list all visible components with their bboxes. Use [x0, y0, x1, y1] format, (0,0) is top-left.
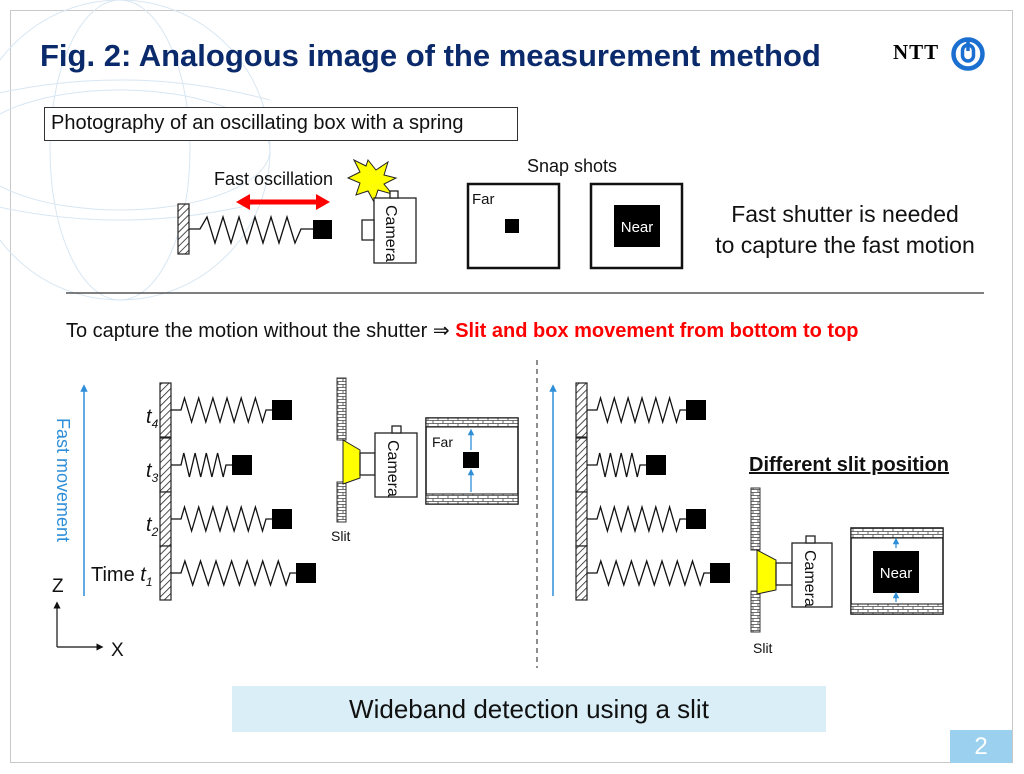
ntt-logo-text: NTT — [893, 40, 940, 64]
axes: Z X — [52, 576, 124, 661]
box-mass — [686, 509, 706, 529]
spring — [171, 558, 296, 588]
spring — [171, 395, 272, 425]
different-slit-position-label: Different slit position — [749, 454, 949, 476]
t-sub: 1 — [145, 575, 153, 589]
box-mass — [313, 220, 332, 239]
slit-right-label: Slit — [753, 640, 773, 656]
snapshot-far: Far — [466, 182, 561, 270]
slit-lens-right — [756, 549, 777, 595]
x-axis-label: X — [111, 640, 124, 661]
spring — [587, 452, 646, 478]
t-sub: 4 — [151, 417, 159, 431]
spring — [587, 504, 686, 534]
box-mass — [646, 455, 666, 475]
wall — [159, 545, 172, 601]
box-mass — [710, 563, 730, 583]
time-label-t4: t4 — [146, 406, 158, 431]
z-axis-label: Z — [52, 576, 64, 597]
capture-statement: To capture the motion without the shutte… — [66, 318, 859, 343]
slit-frame-near-label: Near — [880, 565, 913, 582]
fast-oscillation-label: Fast oscillation — [214, 169, 334, 189]
top-camera-label: Camera — [382, 205, 399, 262]
slit-frame-far-label: Far — [432, 434, 453, 450]
snapshot-near-label: Near — [621, 219, 654, 236]
slit-left-label: Slit — [331, 528, 351, 544]
slit-frame-far: Far — [425, 417, 519, 505]
wall — [159, 491, 172, 547]
t-symbol: t — [140, 564, 146, 586]
page-number: 2 — [950, 730, 1012, 763]
time-label-t1: Time t1 — [91, 564, 153, 589]
slit-lens-left — [342, 439, 361, 485]
fast-shutter-note-line2: to capture the fast motion — [715, 232, 975, 258]
top-camera — [373, 197, 417, 264]
box-mass — [296, 563, 316, 583]
time-label-t3: t3 — [146, 460, 158, 485]
camera-left-label: Camera — [384, 440, 401, 497]
fast-movement-label: Fast movement — [53, 418, 73, 542]
fast-shutter-note-line1: Fast shutter is needed — [731, 201, 959, 227]
t-sub: 3 — [151, 471, 159, 485]
camera-right-label: Camera — [801, 550, 818, 607]
spring — [587, 558, 710, 588]
summary-banner: Wideband detection using a slit — [232, 686, 826, 732]
flash-icon — [346, 158, 398, 204]
box-mass — [272, 509, 292, 529]
wall — [159, 437, 172, 493]
spring-stack-left — [159, 382, 316, 601]
slide-frame — [10, 10, 1013, 763]
spring — [171, 452, 232, 478]
slit-camera-left: Camera Slit — [331, 377, 418, 544]
capture-statement-highlight: Slit and box movement from bottom to top — [455, 320, 859, 342]
ntt-logo-icon — [951, 37, 985, 71]
box-mass — [272, 400, 292, 420]
snap-shots-label: Snap shots — [527, 156, 618, 176]
wall — [575, 382, 588, 438]
t-symbol: t — [146, 514, 152, 536]
t-symbol: t — [146, 406, 152, 428]
page-title: Fig. 2: Analogous image of the measureme… — [40, 38, 821, 73]
time-word: Time — [91, 564, 135, 586]
slit-frame-near: Near — [850, 527, 944, 615]
top-spring-setup: Camera — [177, 158, 417, 264]
snapshot-far-label: Far — [472, 191, 495, 208]
snapshot-near: Near — [589, 182, 684, 270]
spring — [587, 395, 686, 425]
wall — [575, 437, 588, 493]
t-sub: 2 — [151, 525, 159, 539]
section-heading-box: Photography of an oscillating box with a… — [44, 107, 518, 141]
fast-shutter-note: Fast shutter is needed to capture the fa… — [690, 199, 1000, 261]
time-label-t2: t2 — [146, 514, 158, 539]
t-symbol: t — [146, 460, 152, 482]
wall — [159, 382, 172, 438]
capture-statement-prefix: To capture the motion without the shutte… — [66, 320, 456, 342]
spring — [171, 504, 272, 534]
box-mass — [232, 455, 252, 475]
background-globe — [0, 0, 271, 301]
wall — [575, 491, 588, 547]
wall — [575, 545, 588, 601]
box-mass — [686, 400, 706, 420]
spring-stack-right — [575, 382, 730, 601]
slit-camera-right: Camera Slit — [750, 487, 833, 656]
